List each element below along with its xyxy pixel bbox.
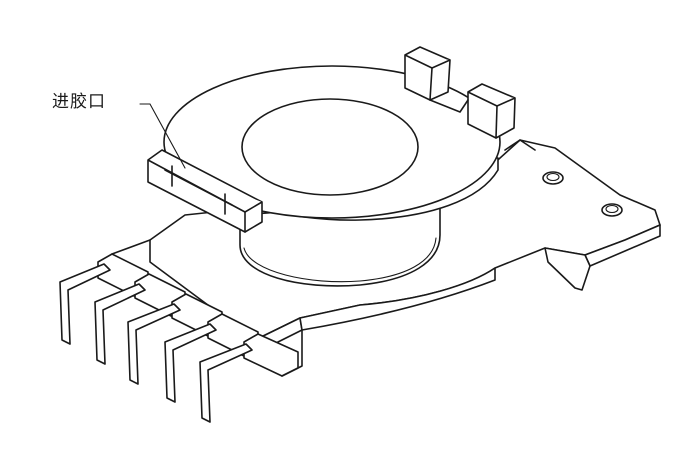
gate-callout-leader — [139, 103, 186, 169]
pin-5 — [199, 333, 299, 423]
rear-slot-edge — [429, 99, 469, 113]
front-gate-block — [147, 149, 263, 233]
gate-callout-label: 进胶口 — [52, 92, 106, 112]
top-flange — [163, 65, 501, 221]
pin-row — [59, 239, 303, 423]
rear-tab-right — [467, 83, 516, 139]
core-drum — [239, 199, 441, 287]
rear-tab-left — [404, 46, 451, 101]
